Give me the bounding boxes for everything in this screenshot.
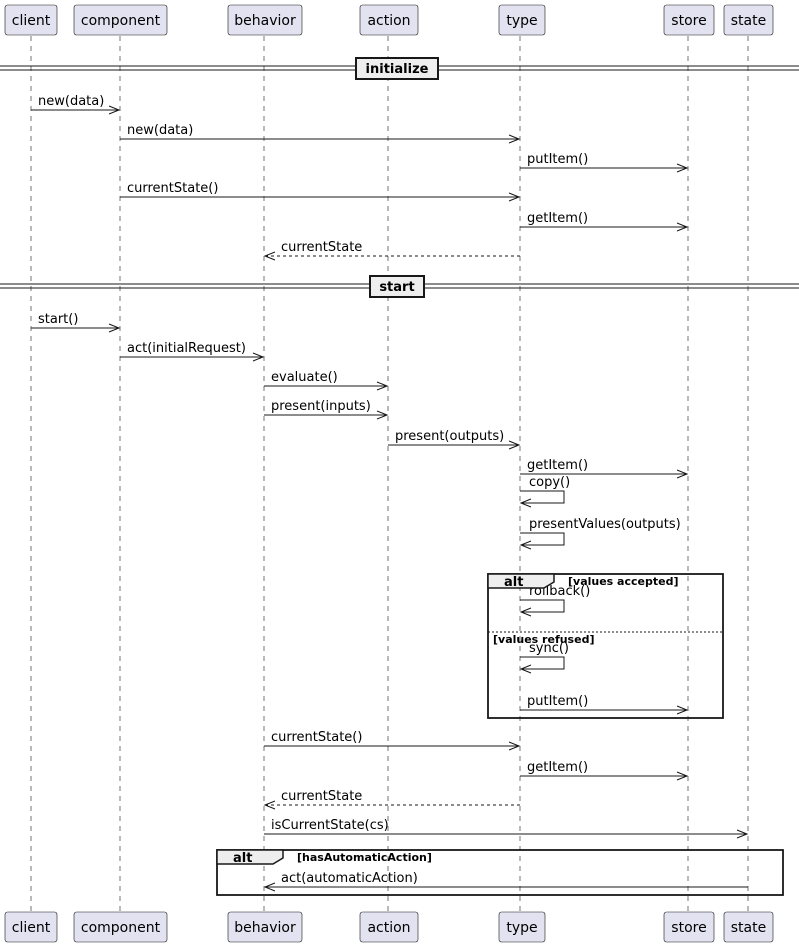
message-label: currentState <box>281 789 362 804</box>
fragment-else-guard: [values refused] <box>493 633 594 646</box>
arrow-head <box>263 800 276 810</box>
participant-box-store-top <box>663 4 715 36</box>
message-label: currentState() <box>127 181 218 196</box>
arrow-head <box>263 882 276 892</box>
alt-fragment <box>487 573 724 719</box>
alt-fragment <box>216 849 784 896</box>
self-message-line <box>520 490 565 504</box>
participant-label-client-bottom: client <box>12 920 51 936</box>
arrow-head <box>508 192 521 202</box>
participant-label-behavior-top: behavior <box>234 13 296 29</box>
divider-label-start: start <box>379 280 414 295</box>
participant-label-state-bottom: state <box>731 920 766 936</box>
arrow-head <box>519 540 532 550</box>
participant-box-state-top <box>723 4 774 36</box>
participant-box-state-bottom <box>723 911 774 943</box>
participant-box-client-top <box>4 4 58 36</box>
arrow-head <box>676 469 689 479</box>
divider-label-initialize: initialize <box>366 62 429 77</box>
arrow-head <box>508 741 521 751</box>
message-label: currentState() <box>271 730 362 745</box>
message-label: start() <box>38 312 78 327</box>
participant-box-behavior-top <box>227 4 303 36</box>
message-label: act(initialRequest) <box>127 341 246 356</box>
arrow-head <box>376 410 389 420</box>
participant-label-action-top: action <box>367 13 410 29</box>
message-label: presentValues(outputs) <box>529 517 681 532</box>
participant-box-action-bottom <box>359 911 419 943</box>
participant-label-state-top: state <box>731 13 766 29</box>
participant-box-type-bottom <box>498 911 546 943</box>
arrow-head <box>676 771 689 781</box>
message-label: getItem() <box>527 458 588 473</box>
fragment-keyword: alt <box>504 575 523 590</box>
participant-box-behavior-bottom <box>227 911 303 943</box>
message-label: isCurrentState(cs) <box>271 818 389 833</box>
arrow-head <box>376 381 389 391</box>
message-label: sync() <box>529 641 569 656</box>
participant-label-store-top: store <box>671 13 706 29</box>
participant-box-client-bottom <box>4 911 58 943</box>
message-label: copy() <box>529 475 570 490</box>
arrow-head <box>252 352 265 362</box>
participant-box-type-top <box>498 4 546 36</box>
participant-label-behavior-bottom: behavior <box>234 920 296 936</box>
participant-label-component-top: component <box>81 13 161 29</box>
message-label: present(outputs) <box>395 429 504 444</box>
arrow-head <box>519 607 532 617</box>
self-message-line <box>520 656 565 670</box>
arrow-head <box>108 105 121 115</box>
divider-box <box>355 57 439 80</box>
message-label: currentState <box>281 240 362 255</box>
arrow-head <box>676 222 689 232</box>
participant-box-component-top <box>73 4 168 36</box>
fragment-guard: [hasAutomaticAction] <box>297 851 432 864</box>
arrow-head <box>519 664 532 674</box>
message-label: present(inputs) <box>271 399 371 414</box>
participant-box-action-top <box>359 4 419 36</box>
arrow-head <box>108 323 121 333</box>
self-message-line <box>520 599 565 613</box>
fragment-tab <box>216 849 284 865</box>
arrow-head <box>263 251 276 261</box>
arrow-head <box>519 498 532 508</box>
participant-label-type-top: type <box>506 13 537 29</box>
fragment-guard: [values accepted] <box>568 575 678 588</box>
arrow-head <box>676 705 689 715</box>
message-label: getItem() <box>527 211 588 226</box>
arrow-head <box>676 163 689 173</box>
arrow-head <box>508 440 521 450</box>
participant-label-type-bottom: type <box>506 920 537 936</box>
message-label: new(data) <box>38 94 104 109</box>
participant-label-store-bottom: store <box>671 920 706 936</box>
message-label: putItem() <box>527 152 588 167</box>
message-label: putItem() <box>527 694 588 709</box>
fragment-keyword: alt <box>233 851 252 866</box>
fragment-tab <box>487 573 555 589</box>
participant-label-component-bottom: component <box>81 920 161 936</box>
message-label: getItem() <box>527 760 588 775</box>
participant-box-component-bottom <box>73 911 168 943</box>
arrow-head <box>508 134 521 144</box>
message-label: act(automaticAction) <box>281 871 418 886</box>
participant-label-client-top: client <box>12 13 51 29</box>
message-label: evaluate() <box>271 370 338 385</box>
arrow-head <box>736 829 749 839</box>
participant-box-store-bottom <box>663 911 715 943</box>
participant-label-action-bottom: action <box>367 920 410 936</box>
message-label: new(data) <box>127 123 193 138</box>
divider-box <box>369 275 425 298</box>
self-message-line <box>520 532 565 546</box>
